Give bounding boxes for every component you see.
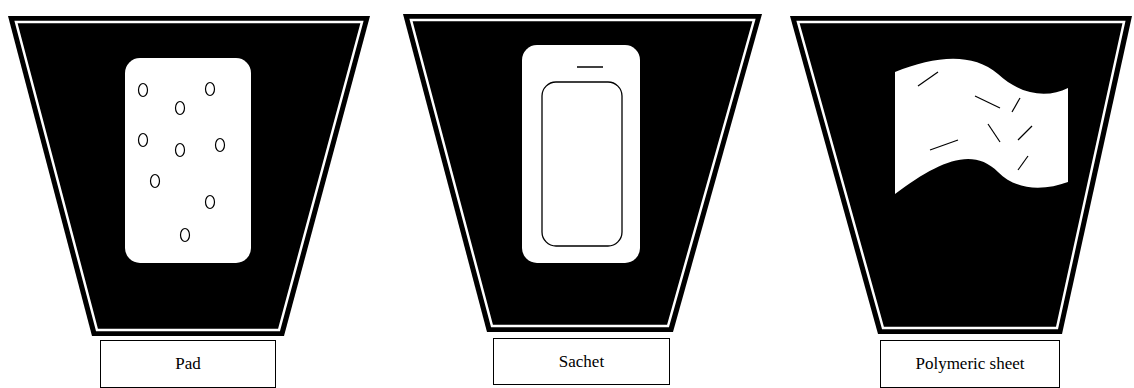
fiber	[1012, 98, 1020, 112]
fiber	[1018, 126, 1032, 140]
trapezoid-frame	[790, 16, 1132, 334]
sachet-shape	[522, 45, 640, 263]
sachet-seal-line	[577, 66, 603, 68]
sheet-fibers	[918, 72, 1032, 170]
label-text: Sachet	[559, 352, 604, 372]
label-text: Pad	[175, 354, 201, 374]
label-box: Polymeric sheet	[880, 340, 1060, 388]
pore	[139, 134, 148, 147]
trapezoid-frame	[8, 16, 370, 336]
fiber	[1018, 156, 1028, 170]
pore	[206, 196, 215, 209]
trapezoid-inner-line	[411, 20, 754, 326]
label-box: Pad	[100, 340, 276, 388]
fiber	[988, 124, 1000, 142]
pore	[176, 102, 185, 115]
pore	[206, 83, 215, 96]
pore	[151, 175, 160, 188]
pore	[139, 84, 148, 97]
trapezoid-frame	[403, 14, 762, 332]
fiber	[918, 72, 938, 86]
pore	[176, 144, 185, 157]
fiber	[930, 140, 958, 150]
sachet-inner-pouch	[542, 82, 622, 246]
fiber	[975, 96, 1000, 108]
pad-shape	[125, 58, 251, 263]
pad-pores	[139, 83, 225, 242]
trapezoid-inner-line	[798, 22, 1124, 328]
pore	[181, 229, 190, 242]
trapezoid-inner-line	[16, 22, 362, 330]
pore	[216, 139, 225, 152]
polymeric-sheet-shape	[895, 59, 1068, 194]
label-text: Polymeric sheet	[915, 354, 1024, 374]
label-box: Sachet	[493, 338, 670, 385]
